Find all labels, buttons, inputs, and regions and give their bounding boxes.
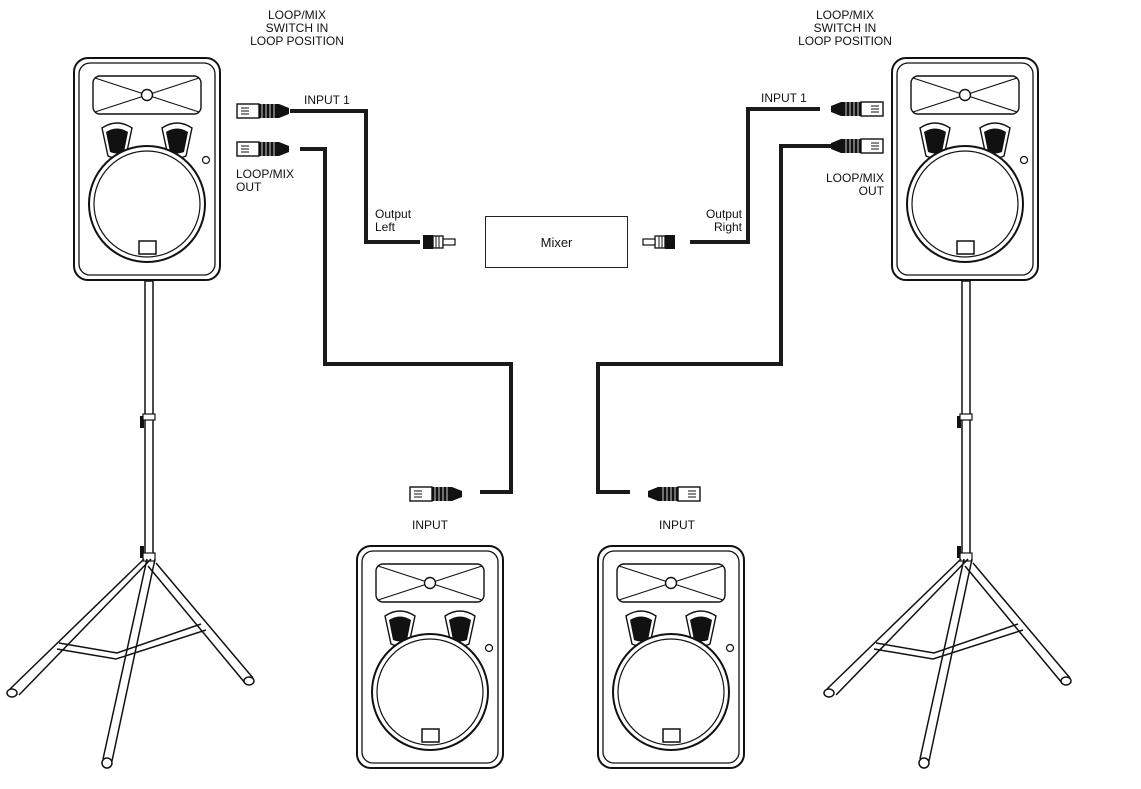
- xlr-bottom-right-input: [647, 486, 701, 502]
- cable-right-loop-out: [596, 144, 835, 494]
- speaker-bottom-right: [597, 545, 745, 769]
- left-input1-label: INPUT 1: [304, 93, 350, 107]
- xlr-left-loop-out: [236, 141, 290, 157]
- speaker-stand-left: [6, 280, 255, 769]
- right-loop-out-label: LOOP/MIX OUT: [825, 171, 884, 198]
- output-right-label: Output Right: [705, 207, 742, 234]
- rca-plug-left: [422, 234, 456, 250]
- cable-left-input1: [290, 109, 420, 244]
- left-loop-out-label: LOOP/MIX OUT: [236, 167, 295, 194]
- right-switch-label: LOOP/MIX SWITCH IN LOOP POSITION: [798, 8, 892, 48]
- mixer-label: Mixer: [540, 234, 573, 250]
- xlr-right-input1: [830, 101, 884, 117]
- output-left-label: Output Left: [375, 207, 412, 234]
- speaker-top-left: [73, 57, 221, 281]
- rca-plug-right: [642, 234, 676, 250]
- right-input1-label: INPUT 1: [761, 91, 807, 105]
- xlr-bottom-left-input: [409, 486, 463, 502]
- xlr-right-loop-out: [830, 138, 884, 154]
- speaker-stand-right: [823, 280, 1072, 769]
- left-switch-label: LOOP/MIX SWITCH IN LOOP POSITION: [250, 8, 344, 48]
- cable-right-input1: [690, 107, 820, 244]
- speaker-bottom-left: [356, 545, 504, 769]
- mixer-box: Mixer: [485, 216, 628, 268]
- xlr-left-input1: [236, 103, 290, 119]
- speaker-top-right: [891, 57, 1039, 281]
- cable-left-loop-out: [300, 147, 513, 494]
- bottom-left-input-label: INPUT: [412, 518, 448, 532]
- bottom-right-input-label: INPUT: [659, 518, 695, 532]
